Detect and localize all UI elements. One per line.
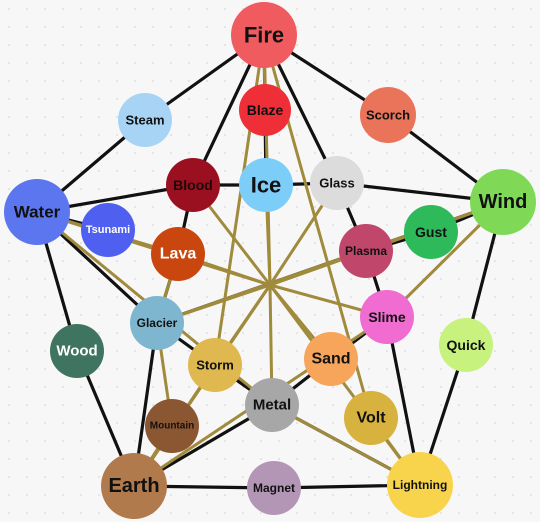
node-earth: Earth <box>101 453 167 519</box>
node-glass-label: Glass <box>319 176 354 191</box>
node-wind-circle <box>470 169 536 235</box>
node-steam-circle <box>118 93 172 147</box>
node-slime-circle <box>360 290 414 344</box>
node-lava: Lava <box>151 227 205 281</box>
node-magnet-label: Magnet <box>253 481 295 495</box>
node-volt-circle <box>344 391 398 445</box>
node-mountain: Mountain <box>145 399 199 453</box>
node-glass-circle <box>310 156 364 210</box>
node-quick-circle <box>439 318 493 372</box>
node-scorch-label: Scorch <box>366 108 410 123</box>
node-water-circle <box>4 179 70 245</box>
node-quick: Quick <box>439 318 493 372</box>
node-volt: Volt <box>344 391 398 445</box>
node-gust: Gust <box>404 205 458 259</box>
node-magnet-circle <box>247 461 301 515</box>
node-storm: Storm <box>188 338 242 392</box>
node-wind: Wind <box>470 169 536 235</box>
node-magnet: Magnet <box>247 461 301 515</box>
node-lightning-label: Lightning <box>393 478 448 492</box>
node-wind-label: Wind <box>479 191 528 213</box>
node-ice-circle <box>239 158 293 212</box>
node-blaze-circle <box>239 84 291 136</box>
node-sand-circle <box>304 332 358 386</box>
gold-edge-center-lightning <box>268 283 422 487</box>
node-mountain-label: Mountain <box>150 421 194 432</box>
node-glacier: Glacier <box>130 296 184 350</box>
node-tsunami-label: Tsunami <box>86 224 130 236</box>
node-storm-label: Storm <box>196 358 234 373</box>
node-water: Water <box>4 179 70 245</box>
node-ice-label: Ice <box>251 173 282 198</box>
node-mountain-circle <box>145 399 199 453</box>
node-gust-circle <box>404 205 458 259</box>
node-glacier-circle <box>130 296 184 350</box>
node-glass: Glass <box>310 156 364 210</box>
node-water-label: Water <box>14 203 61 222</box>
node-lava-circle <box>151 227 205 281</box>
node-blood: Blood <box>166 158 220 212</box>
node-blaze: Blaze <box>239 84 291 136</box>
node-earth-label: Earth <box>108 475 159 497</box>
node-plasma-label: Plasma <box>345 244 387 258</box>
node-gust-label: Gust <box>415 224 447 240</box>
node-wood-circle <box>50 324 104 378</box>
node-storm-circle <box>188 338 242 392</box>
node-fire-circle <box>231 2 297 68</box>
node-lava-label: Lava <box>160 246 197 263</box>
node-blood-label: Blood <box>173 177 213 193</box>
node-plasma-circle <box>339 224 393 278</box>
node-slime-label: Slime <box>368 309 406 325</box>
node-steam-label: Steam <box>125 113 164 128</box>
node-metal: Metal <box>245 378 299 432</box>
node-glacier-label: Glacier <box>137 316 178 330</box>
node-earth-circle <box>101 453 167 519</box>
node-wood: Wood <box>50 324 104 378</box>
node-fire-label: Fire <box>244 23 284 48</box>
node-lightning: Lightning <box>387 452 453 518</box>
node-metal-circle <box>245 378 299 432</box>
node-blood-circle <box>166 158 220 212</box>
node-sand-label: Sand <box>311 351 350 368</box>
node-tsunami-circle <box>81 203 135 257</box>
node-plasma: Plasma <box>339 224 393 278</box>
node-steam: Steam <box>118 93 172 147</box>
node-metal-label: Metal <box>253 397 291 414</box>
node-volt-label: Volt <box>356 410 386 427</box>
node-blaze-label: Blaze <box>247 102 284 118</box>
node-ice: Ice <box>239 158 293 212</box>
node-quick-label: Quick <box>447 337 486 353</box>
node-lightning-circle <box>387 452 453 518</box>
node-sand: Sand <box>304 332 358 386</box>
node-scorch: Scorch <box>360 87 416 143</box>
node-slime: Slime <box>360 290 414 344</box>
node-fire: Fire <box>231 2 297 68</box>
node-wood-label: Wood <box>56 343 97 360</box>
node-tsunami: Tsunami <box>81 203 135 257</box>
node-scorch-circle <box>360 87 416 143</box>
